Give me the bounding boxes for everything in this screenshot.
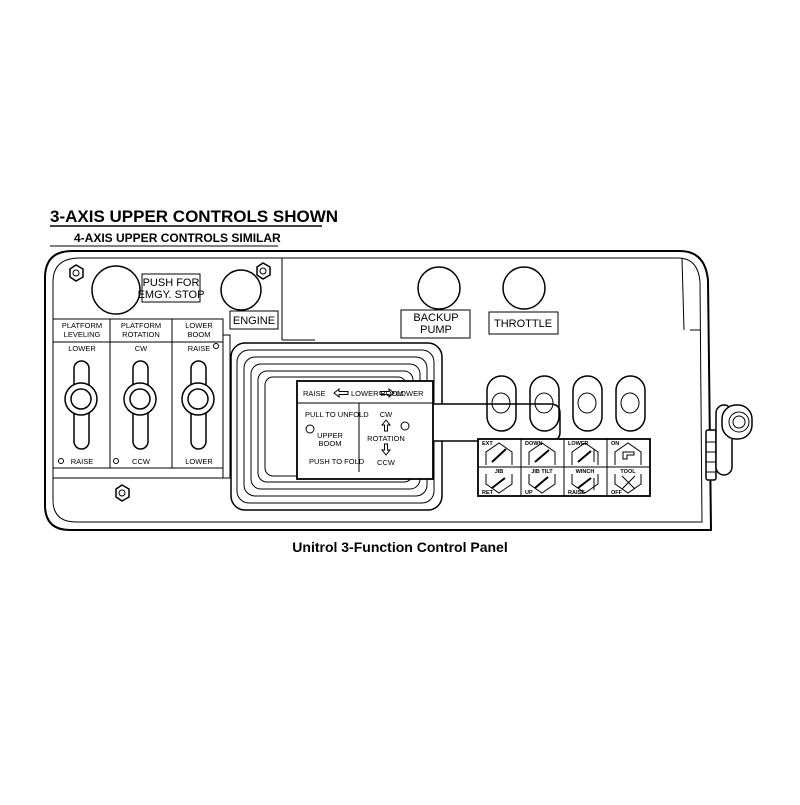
- tool-decal-top-label: ON: [611, 441, 619, 447]
- tool-lever[interactable]: [615, 375, 646, 432]
- emergency-stop-button[interactable]: [91, 265, 141, 315]
- jib-tilt-decal-bottom-label: UP: [525, 490, 533, 496]
- backup-pump-label-line2: PUMP: [420, 324, 452, 336]
- mounting-nut-bottom: [115, 484, 130, 502]
- lower-boom-header-line1: LOWER: [185, 321, 213, 330]
- jib-up-icon: [485, 442, 513, 465]
- diagram-caption: Unitrol 3-Function Control Panel: [292, 539, 507, 555]
- decal-cw-label: CW: [380, 410, 393, 419]
- winch-up-icon: [571, 442, 599, 465]
- decal-right-arrow-icon: [379, 387, 395, 399]
- decal-left-arrow-icon: [333, 387, 349, 399]
- tool-on-icon: [614, 442, 642, 465]
- backup-pump-button[interactable]: [417, 266, 461, 310]
- joystick-linkage-arm: [420, 403, 561, 442]
- winch-lever[interactable]: [572, 375, 603, 432]
- winch-down-icon: [571, 474, 599, 494]
- jib-tilt-decal-top-label: DOWN: [525, 441, 542, 447]
- platform-leveling-bottom-label: RAISE: [71, 457, 94, 466]
- engine-label-plate: [229, 310, 279, 330]
- decal-pull-to-unfold-label: PULL TO UNFOLD: [305, 410, 369, 419]
- jib-lever[interactable]: [486, 375, 517, 432]
- decal-upper-label: UPPER: [317, 431, 343, 440]
- emergency-stop-label-line1: PUSH FOR: [143, 277, 200, 289]
- decal-rotation-indicator: [400, 421, 410, 431]
- platform-leveling-handle-center: [70, 388, 92, 410]
- platform-rotation-bottom-label: CCW: [132, 457, 151, 466]
- decal-boom-label: BOOM: [319, 439, 342, 448]
- winch-decal-top-label: LOWER: [568, 441, 588, 447]
- lower-boom-top-label: RAISE: [188, 344, 211, 353]
- function-levers: [486, 375, 646, 432]
- lower-boom-handle-center: [187, 388, 209, 410]
- lower-boom-indicator: [213, 343, 219, 349]
- platform-leveling-top-label: LOWER: [68, 344, 96, 353]
- winch-decal-bottom-label: RAISE: [568, 490, 585, 496]
- jib-decal-name: JIB: [495, 469, 504, 475]
- decal-down-arrow-icon: [380, 443, 392, 456]
- decal-push-to-fold-label: PUSH TO FOLD: [309, 457, 365, 466]
- platform-rotation-header-line2: ROTATION: [122, 330, 160, 339]
- diagram-title: 3-AXIS UPPER CONTROLS SHOWN: [50, 207, 338, 226]
- tool-decal-bottom-label: OFF: [611, 490, 623, 496]
- panel-outline: [44, 250, 713, 531]
- emergency-stop-label-line2: EMGY. STOP: [138, 289, 205, 301]
- jib-down-icon: [485, 474, 513, 494]
- emergency-stop-label-plate: [141, 273, 201, 303]
- decal-ccw-label: CCW: [377, 458, 396, 467]
- platform-leveling-header-line2: LEVELING: [64, 330, 101, 339]
- lower-boom-header-line2: BOOM: [188, 330, 211, 339]
- jib-tilt-down-icon: [528, 474, 556, 494]
- jib-tilt-lever[interactable]: [529, 375, 560, 432]
- backup-pump-label-line1: BACKUP: [413, 312, 458, 324]
- platform-rotation-header-line1: PLATFORM: [121, 321, 161, 330]
- decal-lower-boom-label: LOWER BOOM: [351, 389, 404, 398]
- throttle-button[interactable]: [502, 266, 546, 310]
- jib-decal-top-label: EXT: [482, 441, 493, 447]
- platform-rotation-lever[interactable]: PLATFORM ROTATION CW CCW: [113, 321, 162, 466]
- lever-bank: [52, 318, 231, 479]
- platform-rotation-handle-center: [129, 388, 151, 410]
- decal-upper-boom-indicator: [305, 424, 315, 434]
- decal-raise-label: RAISE: [303, 389, 326, 398]
- throttle-label-plate: [488, 311, 559, 335]
- platform-leveling-indicator: [58, 458, 64, 464]
- lower-boom-bottom-label: LOWER: [185, 457, 213, 466]
- mounting-nut-right: [256, 262, 271, 280]
- joystick-decal: RAISE LOWER BOOM LOWER PULL TO UNFOLD UP…: [296, 380, 434, 480]
- tool-decal-name: TOOL: [620, 469, 636, 475]
- hydraulic-fitting: [705, 404, 753, 481]
- decal-rotation-label: ROTATION: [367, 434, 405, 443]
- throttle-label: THROTTLE: [494, 318, 552, 330]
- tool-off-icon: [614, 474, 642, 494]
- engine-label: ENGINE: [233, 315, 275, 327]
- diagram-subtitle: 4-AXIS UPPER CONTROLS SIMILAR: [74, 231, 281, 245]
- engine-button[interactable]: [220, 269, 262, 311]
- function-decals: EXT JIB RET DOWN JIB TILT UP LOWER WINCH…: [477, 438, 651, 497]
- platform-rotation-indicator: [113, 458, 119, 464]
- lower-boom-lever[interactable]: LOWER BOOM RAISE LOWER: [181, 321, 219, 466]
- decal-up-arrow-icon: [380, 419, 392, 432]
- jib-decal-bottom-label: RET: [482, 490, 494, 496]
- mounting-nut-left: [69, 264, 84, 282]
- jib-tilt-up-icon: [528, 442, 556, 465]
- platform-leveling-header-line1: PLATFORM: [62, 321, 102, 330]
- winch-decal-name: WINCH: [576, 469, 595, 475]
- platform-leveling-lever[interactable]: PLATFORM LEVELING LOWER RAISE: [58, 321, 103, 466]
- decal-lower-label: LOWER: [396, 389, 424, 398]
- platform-rotation-top-label: CW: [135, 344, 148, 353]
- backup-pump-label-plate: [400, 309, 471, 339]
- jib-tilt-decal-name: JIB TILT: [531, 469, 553, 475]
